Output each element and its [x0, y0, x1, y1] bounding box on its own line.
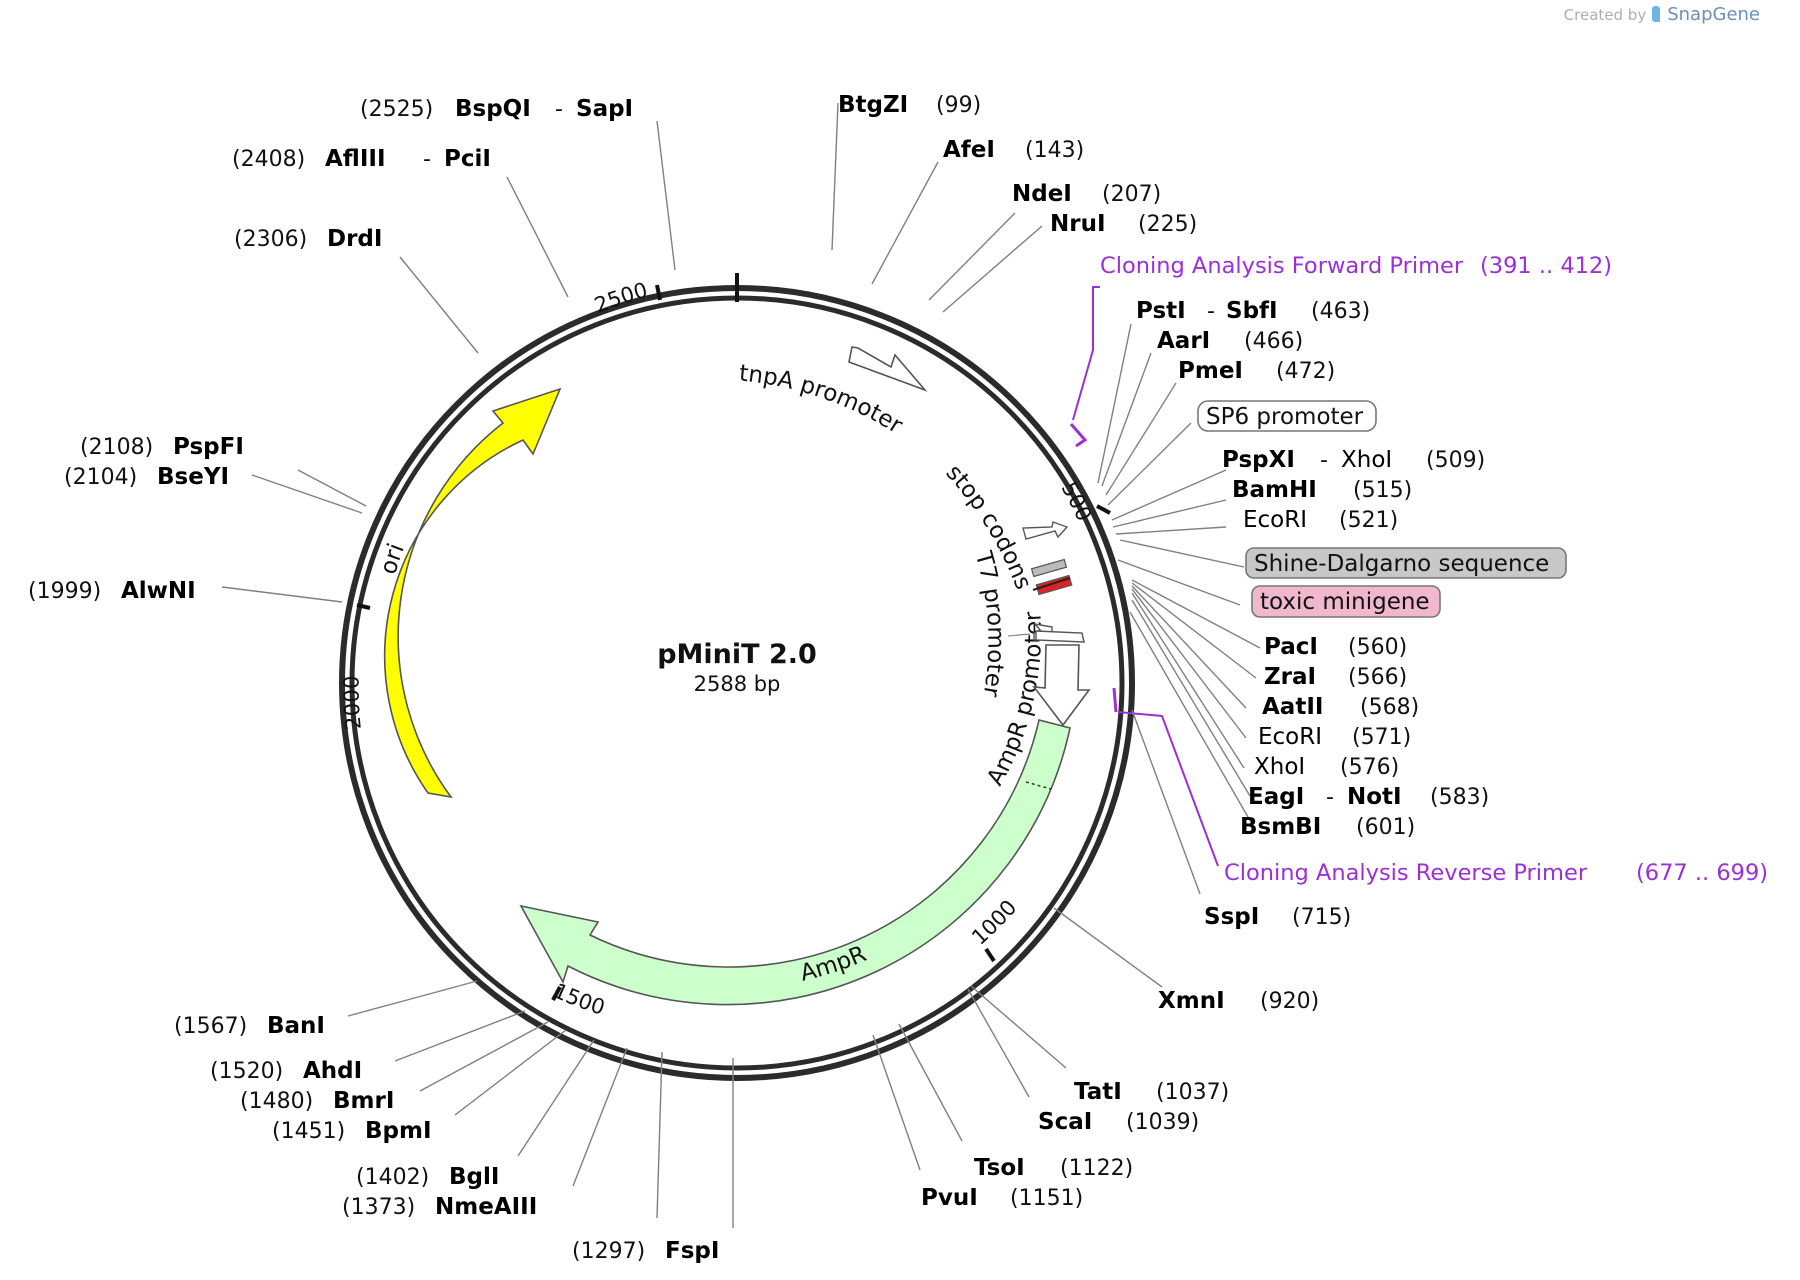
shine-dalgarno-label: Shine-Dalgarno sequence [1254, 551, 1549, 577]
enzyme-pmei[interactable]: PmeI(472) [1178, 358, 1335, 384]
snapgene-credit: Created by SnapGene [1564, 4, 1760, 25]
feature-ori: ori [376, 387, 562, 799]
enzyme-tati[interactable]: TatI(1037) [1074, 1079, 1229, 1105]
enzyme-fspi[interactable]: (1297)FspI [572, 1238, 719, 1264]
credit-prefix: Created by [1563, 6, 1647, 24]
enzyme-sspi[interactable]: SspI(715) [1204, 904, 1351, 930]
enzyme-scai[interactable]: ScaI(1039) [1038, 1109, 1199, 1135]
sp6-promoter-box: SP6 promoter [1197, 400, 1377, 432]
enzyme-ecori-521[interactable]: EcoRI(521) [1243, 507, 1398, 533]
t7-promoter-arrow-body [1035, 630, 1085, 643]
enzyme-aatii[interactable]: AatII(568) [1262, 694, 1419, 720]
cut-site-mark [1032, 577, 1071, 591]
enzyme-tsoi[interactable]: TsoI(1122) [974, 1155, 1133, 1181]
reverse-primer-leader [1117, 711, 1219, 867]
t7-tick [1007, 633, 1031, 637]
enzyme-alwni[interactable]: (1999)AlwNI [28, 578, 196, 604]
enzyme-ndei[interactable]: NdeI(207) [1012, 181, 1161, 207]
ampr-promoter-boundary [1025, 781, 1052, 790]
enzyme-eagi[interactable]: EagI-NotI(583) [1248, 784, 1489, 810]
feature-ampr: AmpR [519, 719, 1071, 1006]
enzyme-labels[interactable]: (2525)BspQI-SapI (2408)AflIII-PciI (2306… [28, 92, 1489, 1264]
credit-brand: SnapGene [1667, 4, 1760, 25]
ampr-arrow [519, 719, 1071, 1006]
forward-primer-range: (391 .. 412) [1480, 253, 1612, 279]
enzyme-aari[interactable]: AarI(466) [1157, 328, 1303, 354]
reverse-primer-mark [1112, 687, 1118, 713]
reverse-primer-label: Cloning Analysis Reverse Primer [1224, 860, 1588, 886]
forward-primer-label: Cloning Analysis Forward Primer [1100, 253, 1464, 279]
shine-dalgarno-mark [1030, 558, 1068, 578]
ruler-label-1000: 1000 [967, 895, 1021, 949]
enzyme-drdi[interactable]: (2306)DrdI [234, 226, 382, 252]
shine-dalgarno-box: Shine-Dalgarno sequence [1245, 547, 1567, 579]
enzyme-bani[interactable]: (1567)BanI [174, 1013, 325, 1039]
sp6-promoter-label: SP6 promoter [1206, 404, 1364, 430]
plasmid-length: 2588 bp [694, 672, 781, 696]
tnpa-promoter-arrow [848, 346, 928, 392]
enzyme-ahdi[interactable]: (1520)AhdI [210, 1058, 362, 1084]
tick-1500 [551, 986, 562, 1001]
enzyme-bamhi[interactable]: BamHI(515) [1232, 477, 1412, 503]
enzyme-paci[interactable]: PacI(560) [1264, 634, 1407, 660]
enzyme-bmri[interactable]: (1480)BmrI [240, 1088, 394, 1114]
enzyme-afliii[interactable]: (2408)AflIII-PciI [232, 146, 491, 172]
stop-codons-arrow [1022, 521, 1069, 540]
ori-arrow [383, 387, 562, 799]
feature-tnpa-promoter: tnpA promoter [738, 346, 928, 439]
enzyme-bgli[interactable]: (1402)BglI [356, 1164, 499, 1190]
tick-1000 [984, 947, 996, 963]
tick-500 [1096, 504, 1111, 515]
enzyme-pspfi[interactable]: (2108)PspFI [80, 434, 244, 460]
plasmid-name: pMiniT 2.0 [657, 639, 817, 670]
enzyme-ecori-571[interactable]: EcoRI(571) [1258, 724, 1411, 750]
t7-promoter-label: T7 promoter [969, 548, 1008, 699]
enzyme-pvui[interactable]: PvuI(1151) [921, 1185, 1083, 1211]
forward-primer-mark [1069, 423, 1088, 448]
enzyme-afei[interactable]: AfeI(143) [943, 137, 1084, 163]
enzyme-nmeaiii[interactable]: (1373)NmeAIII [342, 1194, 537, 1220]
enzyme-btgzi[interactable]: BtgZI(99) [838, 92, 981, 118]
enzyme-bsmbi[interactable]: BsmBI(601) [1240, 814, 1415, 840]
ampr-promoter-arrow [1032, 644, 1091, 727]
enzyme-psti[interactable]: PstI-SbfI(463) [1136, 298, 1370, 324]
toxic-minigene-label: toxic minigene [1260, 589, 1430, 615]
reverse-primer-range: (677 .. 699) [1636, 860, 1768, 886]
enzyme-bseyi[interactable]: (2104)BseYI [64, 464, 229, 490]
feature-stop-codons: stop codons [941, 460, 1069, 593]
toxic-minigene-box: toxic minigene [1251, 585, 1441, 618]
ruler-ticks [356, 273, 1111, 1001]
reverse-primer: Cloning Analysis Reverse Primer (677 .. … [1112, 687, 1768, 886]
enzyme-bspqi[interactable]: (2525)BspQI-SapI [360, 96, 633, 122]
enzyme-nrui[interactable]: NruI(225) [1050, 211, 1197, 237]
enzyme-xmni[interactable]: XmnI(920) [1158, 988, 1319, 1014]
enzyme-pspxi[interactable]: PspXI-XhoI(509) [1222, 447, 1485, 473]
ruler-label-1500: 1500 [550, 979, 608, 1020]
enzyme-xhoi-576[interactable]: XhoI(576) [1254, 754, 1399, 780]
forward-primer-leader [1072, 286, 1100, 421]
forward-primer: Cloning Analysis Forward Primer (391 .. … [1069, 253, 1612, 448]
enzyme-bpmi[interactable]: (1451)BpmI [272, 1118, 432, 1144]
tick-2500 [655, 284, 662, 301]
snapgene-logo-icon [1652, 6, 1661, 22]
enzyme-zrai[interactable]: ZraI(566) [1264, 664, 1407, 690]
enzyme-leaders [221, 102, 1261, 1228]
tick-2000 [356, 603, 371, 610]
